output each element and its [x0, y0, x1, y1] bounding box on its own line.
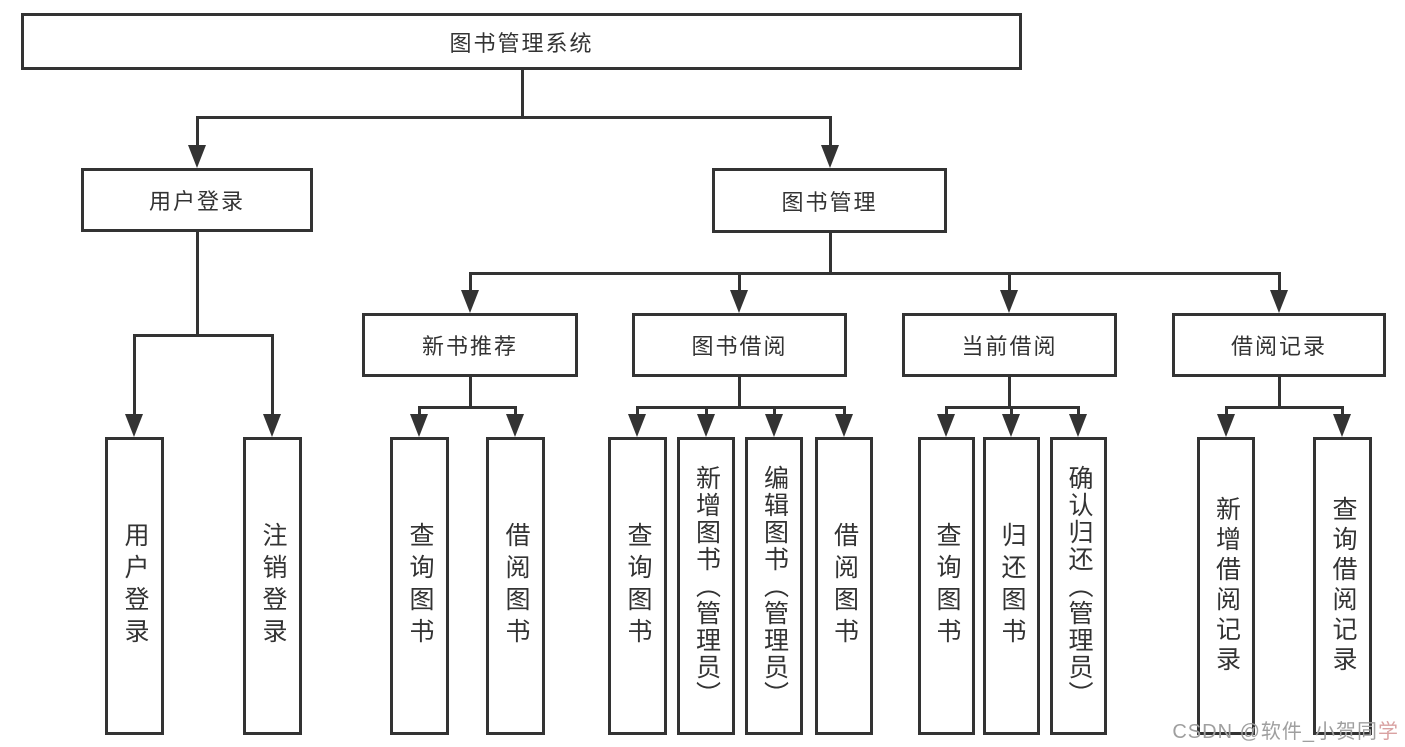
node-user-login: 用户登录	[81, 168, 313, 232]
connector-line-vertical	[1007, 273, 1011, 295]
connector-line-vertical	[737, 273, 741, 295]
arrowhead-down-icon	[125, 414, 143, 437]
arrowhead-down-icon	[697, 414, 715, 437]
connector-line-horizontal	[195, 115, 832, 119]
node-leaf-add-book: 新增图书（管理员）	[677, 437, 735, 735]
arrowhead-down-icon	[1217, 414, 1235, 437]
node-label: 新书推荐	[421, 334, 518, 359]
arrowhead-down-icon	[1000, 290, 1018, 313]
node-label: 归还图书	[998, 522, 1026, 650]
node-label: 查询图书	[624, 522, 652, 650]
node-book-borrow: 图书借阅	[632, 313, 847, 377]
node-borrow-records: 借阅记录	[1172, 313, 1386, 377]
connector-line-vertical	[513, 407, 517, 419]
arrowhead-down-icon	[263, 414, 281, 437]
watermark: CSDN @软件_小贺同学	[1172, 715, 1399, 744]
arrowhead-down-icon	[506, 414, 524, 437]
node-leaf-return-book: 归还图书	[983, 437, 1040, 735]
node-leaf-add-record: 新增借阅记录	[1197, 437, 1255, 735]
arrowhead-down-icon	[1270, 290, 1288, 313]
connector-line-vertical	[1340, 407, 1344, 419]
node-root: 图书管理系统	[21, 13, 1022, 70]
node-leaf-logout: 注销登录	[243, 437, 302, 735]
arrowhead-down-icon	[1333, 414, 1351, 437]
arrowhead-down-icon	[1002, 414, 1020, 437]
connector-line-vertical	[468, 377, 472, 407]
node-label: 当前借阅	[961, 334, 1058, 359]
connector-line-vertical	[195, 117, 199, 150]
node-label: 用户登录	[121, 522, 149, 650]
node-leaf-query-book-2: 查询图书	[608, 437, 667, 735]
connector-line-vertical	[1076, 407, 1080, 419]
connector-line-vertical	[1009, 407, 1013, 419]
node-new-book-rec: 新书推荐	[362, 313, 578, 377]
connector-line-vertical	[828, 233, 832, 273]
connector-line-vertical	[828, 117, 832, 150]
node-leaf-query-book-3: 查询图书	[918, 437, 975, 735]
arrowhead-down-icon	[835, 414, 853, 437]
node-label: 查询图书	[406, 522, 434, 650]
connector-line-vertical	[1007, 377, 1011, 407]
node-leaf-edit-book: 编辑图书（管理员）	[745, 437, 803, 735]
node-label: 新增借阅记录	[1212, 496, 1241, 676]
node-label: 编辑图书（管理员）	[760, 464, 789, 708]
connector-line-horizontal	[468, 271, 1281, 275]
connector-line-horizontal	[417, 405, 517, 409]
node-leaf-query-record: 查询借阅记录	[1313, 437, 1372, 735]
arrowhead-down-icon	[1069, 414, 1087, 437]
connector-line-horizontal	[132, 333, 274, 337]
node-leaf-user-login: 用户登录	[105, 437, 164, 735]
connector-line-vertical	[417, 407, 421, 419]
node-leaf-borrow-book-2: 借阅图书	[815, 437, 873, 735]
arrowhead-down-icon	[765, 414, 783, 437]
connector-line-vertical	[1224, 407, 1228, 419]
node-label: 确认归还（管理员）	[1065, 464, 1093, 708]
watermark-accent: 学	[1378, 721, 1399, 743]
node-label: 查询借阅记录	[1329, 496, 1357, 676]
node-label: 借阅图书	[830, 522, 859, 650]
node-label: 图书管理系统	[449, 30, 594, 56]
arrowhead-down-icon	[410, 414, 428, 437]
connector-line-vertical	[772, 407, 776, 419]
arrowhead-down-icon	[821, 145, 839, 168]
connector-line-vertical	[1277, 377, 1281, 407]
node-label: 注销登录	[259, 522, 287, 650]
node-book-mgmt: 图书管理	[712, 168, 947, 233]
node-current-borrow: 当前借阅	[902, 313, 1117, 377]
connector-line-vertical	[468, 273, 472, 295]
arrowhead-down-icon	[937, 414, 955, 437]
node-label: 借阅图书	[502, 522, 530, 650]
node-leaf-confirm-return: 确认归还（管理员）	[1050, 437, 1107, 735]
node-label: 图书管理	[781, 189, 878, 215]
connector-line-horizontal	[1224, 405, 1344, 409]
node-leaf-query-book-1: 查询图书	[390, 437, 449, 735]
arrowhead-down-icon	[628, 414, 646, 437]
connector-line-horizontal	[635, 405, 846, 409]
node-label: 借阅记录	[1230, 334, 1327, 359]
node-leaf-borrow-book-1: 借阅图书	[486, 437, 545, 735]
arrowhead-down-icon	[730, 290, 748, 313]
connector-line-vertical	[270, 335, 274, 419]
connector-line-vertical	[944, 407, 948, 419]
node-label: 查询图书	[933, 522, 961, 650]
arrowhead-down-icon	[461, 290, 479, 313]
connector-line-vertical	[520, 70, 524, 117]
connector-line-vertical	[635, 407, 639, 419]
connector-line-vertical	[195, 232, 199, 335]
connector-line-vertical	[132, 335, 136, 419]
node-label: 用户登录	[148, 189, 245, 214]
node-label: 新增图书（管理员）	[692, 464, 721, 708]
connector-line-vertical	[737, 377, 741, 407]
watermark-main: CSDN @软件_小贺同	[1172, 721, 1378, 743]
connector-line-vertical	[1277, 273, 1281, 295]
arrowhead-down-icon	[188, 145, 206, 168]
connector-line-vertical	[704, 407, 708, 419]
connector-line-vertical	[842, 407, 846, 419]
node-label: 图书借阅	[691, 334, 788, 359]
